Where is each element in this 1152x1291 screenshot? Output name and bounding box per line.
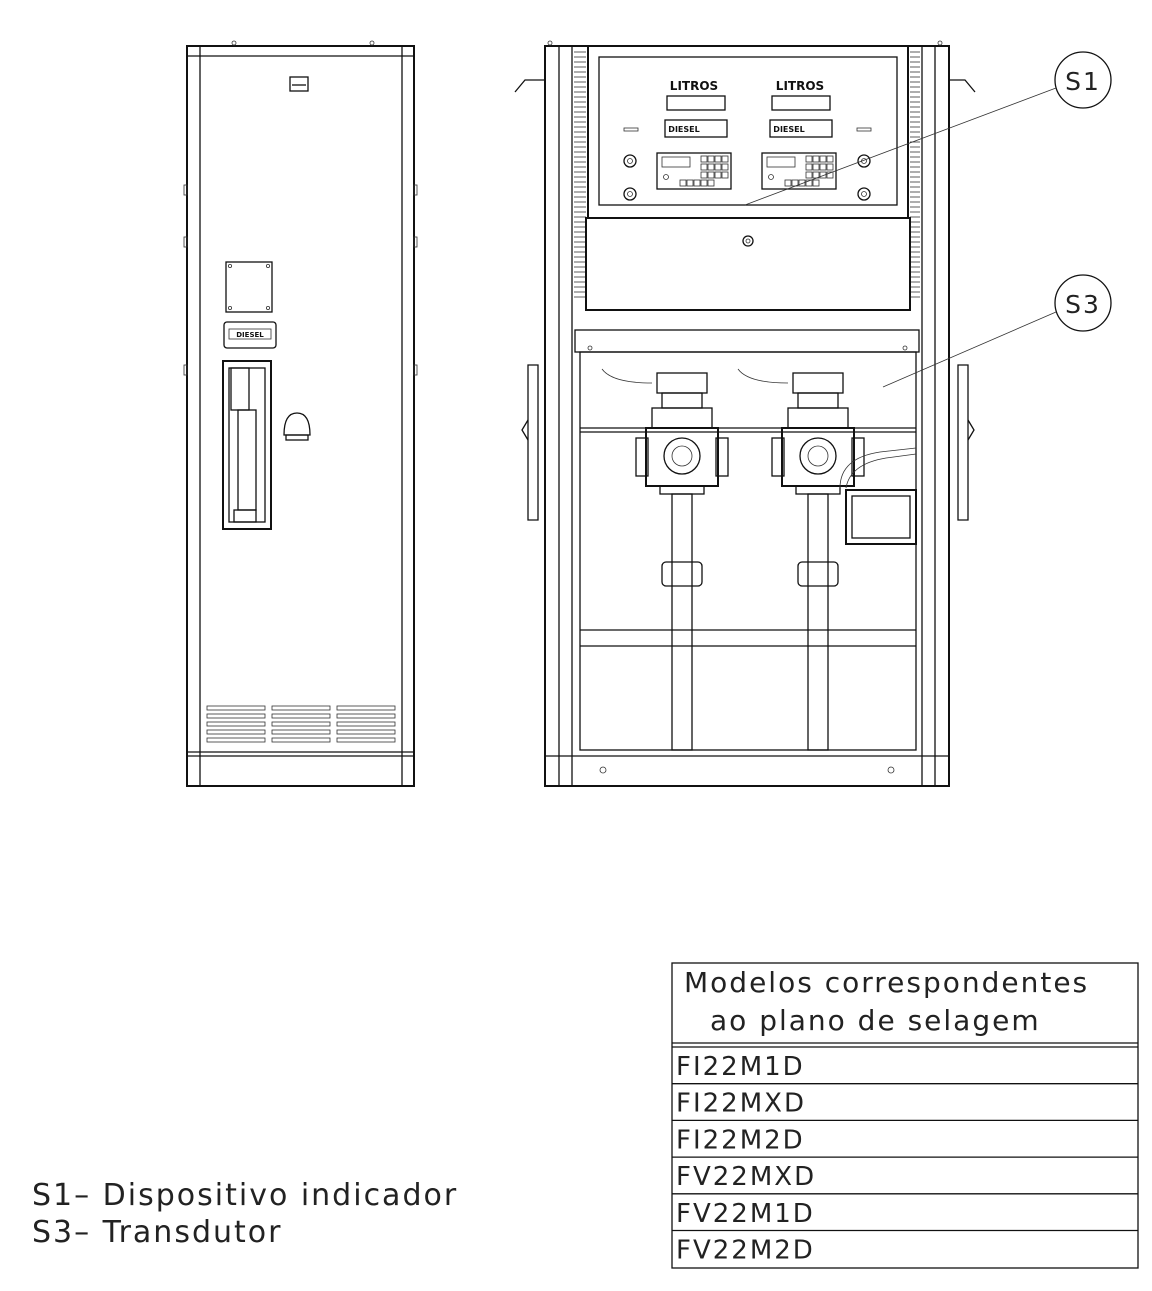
table-row-model: FI22M2D (676, 1125, 805, 1155)
callout-s3: S3 (882, 274, 1112, 388)
meter-left (601, 368, 729, 751)
product-badge-left: DIESEL (668, 125, 699, 134)
table-header-line2: ao plano de selagem (710, 1004, 1041, 1037)
table-row-model: FV22M1D (676, 1199, 815, 1229)
table-row-model: FI22MXD (676, 1089, 806, 1119)
front-view: LITROS LITROS DIESEL DIESEL (514, 40, 976, 787)
rib-strips (574, 51, 920, 298)
table-header-line1: Modelos correspondentes (684, 966, 1089, 999)
display-label-left: LITROS (670, 79, 718, 93)
display-label-right: LITROS (776, 79, 824, 93)
callout-s1: S1 (744, 51, 1112, 206)
side-vents (206, 705, 396, 743)
callout-s1-label: S1 (1065, 67, 1101, 96)
side-view: DIESEL (183, 40, 418, 787)
models-table: Modelos correspondentes ao plano de sela… (671, 962, 1139, 1269)
keypad-left (656, 152, 732, 190)
table-row-model: FV22M2D (676, 1236, 815, 1266)
callout-s3-label: S3 (1065, 290, 1101, 319)
keypad-right (761, 152, 837, 190)
legend-line-s3: S3– Transdutor (32, 1215, 282, 1250)
legend: S1– Dispositivo indicador S3– Transdutor (32, 1178, 458, 1250)
product-badge-right: DIESEL (773, 125, 804, 134)
meter-right (737, 368, 865, 751)
table-row-model: FV22MXD (676, 1162, 816, 1192)
side-product-badge: DIESEL (236, 331, 264, 339)
legend-line-s1: S1– Dispositivo indicador (32, 1178, 458, 1213)
table-row-model: FI22M1D (676, 1052, 805, 1082)
